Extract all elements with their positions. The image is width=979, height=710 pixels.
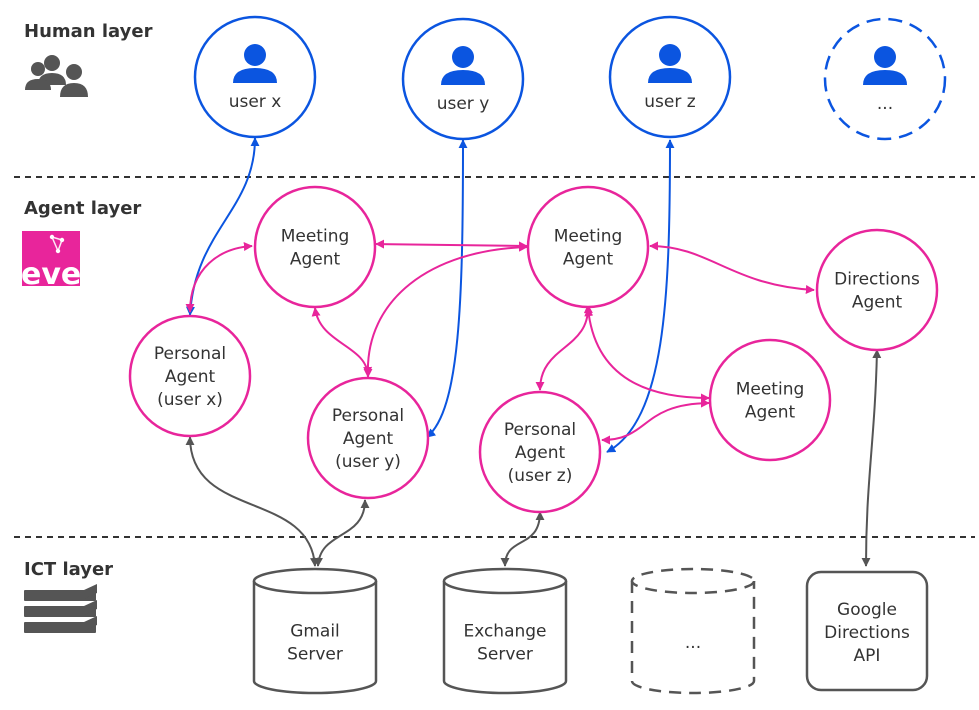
agent-label-line: Directions (834, 270, 920, 290)
user-label: user x (229, 92, 282, 112)
human-layer-title: Human layer (24, 21, 153, 42)
user-node-user-more[interactable]: ... (823, 17, 947, 141)
agent-node-circle (526, 185, 650, 309)
user-icon (863, 46, 907, 85)
agent-layer-title: Agent layer (24, 198, 141, 219)
agent-label-line: Agent (852, 293, 903, 313)
agent-label-line: Agent (165, 367, 216, 387)
user-node-user-x[interactable]: user x (193, 15, 317, 139)
agent-label-line: (user x) (157, 390, 223, 410)
agent-label-line: Meeting (736, 380, 805, 400)
ict-label-line: Gmail (290, 622, 340, 642)
server-stack-icon (24, 584, 97, 633)
cylinder-body (630, 581, 756, 695)
ict-label-line: Directions (824, 623, 910, 643)
edge-meeting1-meeting2 (375, 239, 528, 251)
edge-meeting1-personal-y (311, 307, 373, 378)
connections (185, 137, 882, 567)
user-node-user-y[interactable]: user y (401, 17, 525, 141)
ict-label-line: Server (477, 645, 533, 665)
user-label: user z (644, 92, 695, 112)
cylinder-top (252, 567, 378, 595)
user-icon (648, 44, 692, 83)
agent-node-circle (708, 338, 832, 462)
agent-node-circle (478, 390, 602, 514)
eve-logo-text: eve (21, 257, 81, 292)
edge-user-x-personal-x (185, 137, 260, 316)
agent-node-circle (253, 185, 377, 309)
edge-user-y-personal-y (426, 139, 468, 438)
edge-personal-z-meeting3 (601, 398, 710, 445)
ict-label-line: Exchange (463, 622, 546, 642)
ict-label-line: ... (685, 633, 701, 653)
user-label: user y (437, 94, 490, 114)
ict-layer-title: ICT layer (24, 559, 113, 580)
edge-meeting2-directions (649, 241, 815, 295)
eve-logo: eve (21, 231, 81, 292)
edge-personal-y-gmail (313, 499, 370, 567)
users-icon (25, 55, 88, 97)
agent-node-circle (306, 376, 430, 500)
edge-meeting2-meeting3 (584, 307, 710, 403)
cylinder-top (442, 567, 568, 595)
edge-personal-x-meeting1 (185, 242, 253, 313)
agent-node-circle (128, 314, 252, 438)
agent-label-line: Agent (745, 403, 796, 423)
cylinder-body (252, 581, 378, 695)
api-box (805, 570, 929, 692)
edge-meeting2-personal-z (535, 304, 593, 391)
agent-label-line: Personal (154, 344, 226, 364)
agent-node-circle (815, 228, 939, 352)
ict-label-line: API (854, 646, 881, 666)
user-icon (233, 44, 277, 83)
ict-label-line: Server (287, 645, 343, 665)
agent-label-line: Personal (332, 406, 404, 426)
agent-label-line: (user z) (508, 466, 573, 486)
cylinder-top (630, 567, 756, 595)
user-label: ... (877, 94, 893, 114)
agent-label-line: Meeting (281, 227, 350, 247)
agent-label-line: Personal (504, 420, 576, 440)
agent-label-line: Meeting (554, 227, 623, 247)
agent-label-line: (user y) (335, 452, 401, 472)
user-icon (441, 46, 485, 85)
cylinder-body (442, 581, 568, 695)
edge-directions-google-api (861, 349, 882, 567)
user-node-user-z[interactable]: user z (608, 15, 732, 139)
ict-label-line: Google (837, 600, 897, 620)
ict-node-more-servers[interactable]: ... (630, 567, 756, 695)
agent-label-line: Agent (515, 443, 566, 463)
agent-label-line: Agent (290, 250, 341, 270)
agent-label-line: Agent (343, 429, 394, 449)
edge-personal-x-gmail (185, 436, 319, 567)
agent-label-line: Agent (563, 250, 614, 270)
edge-personal-z-exchange (500, 511, 545, 567)
edge-meeting2-personal-y (363, 242, 528, 376)
